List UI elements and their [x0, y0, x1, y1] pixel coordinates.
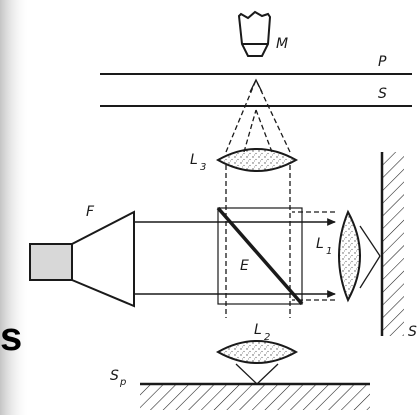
lens-l1 — [338, 209, 361, 303]
label-l3: L — [190, 152, 198, 168]
specimen-surface — [140, 382, 370, 410]
mirror-s — [380, 152, 404, 336]
label-l3-sub: 3 — [200, 162, 206, 173]
light-source-f — [29, 210, 135, 308]
page-margin-shadow — [0, 0, 30, 415]
label-l2-sub: 2 — [264, 332, 270, 343]
label-p: P — [378, 54, 387, 70]
beam-splitter-e — [216, 206, 304, 306]
label-l2: L — [254, 322, 262, 338]
label-f: F — [86, 204, 95, 220]
illumination-rays — [134, 218, 336, 298]
label-e: E — [240, 258, 249, 274]
dashed-rays-to-microscope — [225, 79, 291, 318]
microscope-objective — [237, 10, 272, 57]
focus-rays-l1 — [359, 225, 381, 289]
label-l1: L — [316, 236, 324, 252]
lens-l2 — [215, 340, 299, 364]
return-rays — [292, 211, 335, 301]
label-s-mirror: S — [408, 324, 417, 340]
focus-rays-l2 — [235, 363, 279, 385]
label-sp-sub: p — [119, 377, 126, 388]
label-m: M — [276, 36, 288, 52]
ray-arrowhead-top — [249, 78, 263, 93]
left-edge-char: s — [0, 315, 22, 359]
label-sp: S — [110, 368, 119, 384]
label-l1-sub: 1 — [326, 246, 332, 257]
lens-l3 — [215, 148, 299, 172]
label-s-plane: S — [378, 86, 387, 102]
